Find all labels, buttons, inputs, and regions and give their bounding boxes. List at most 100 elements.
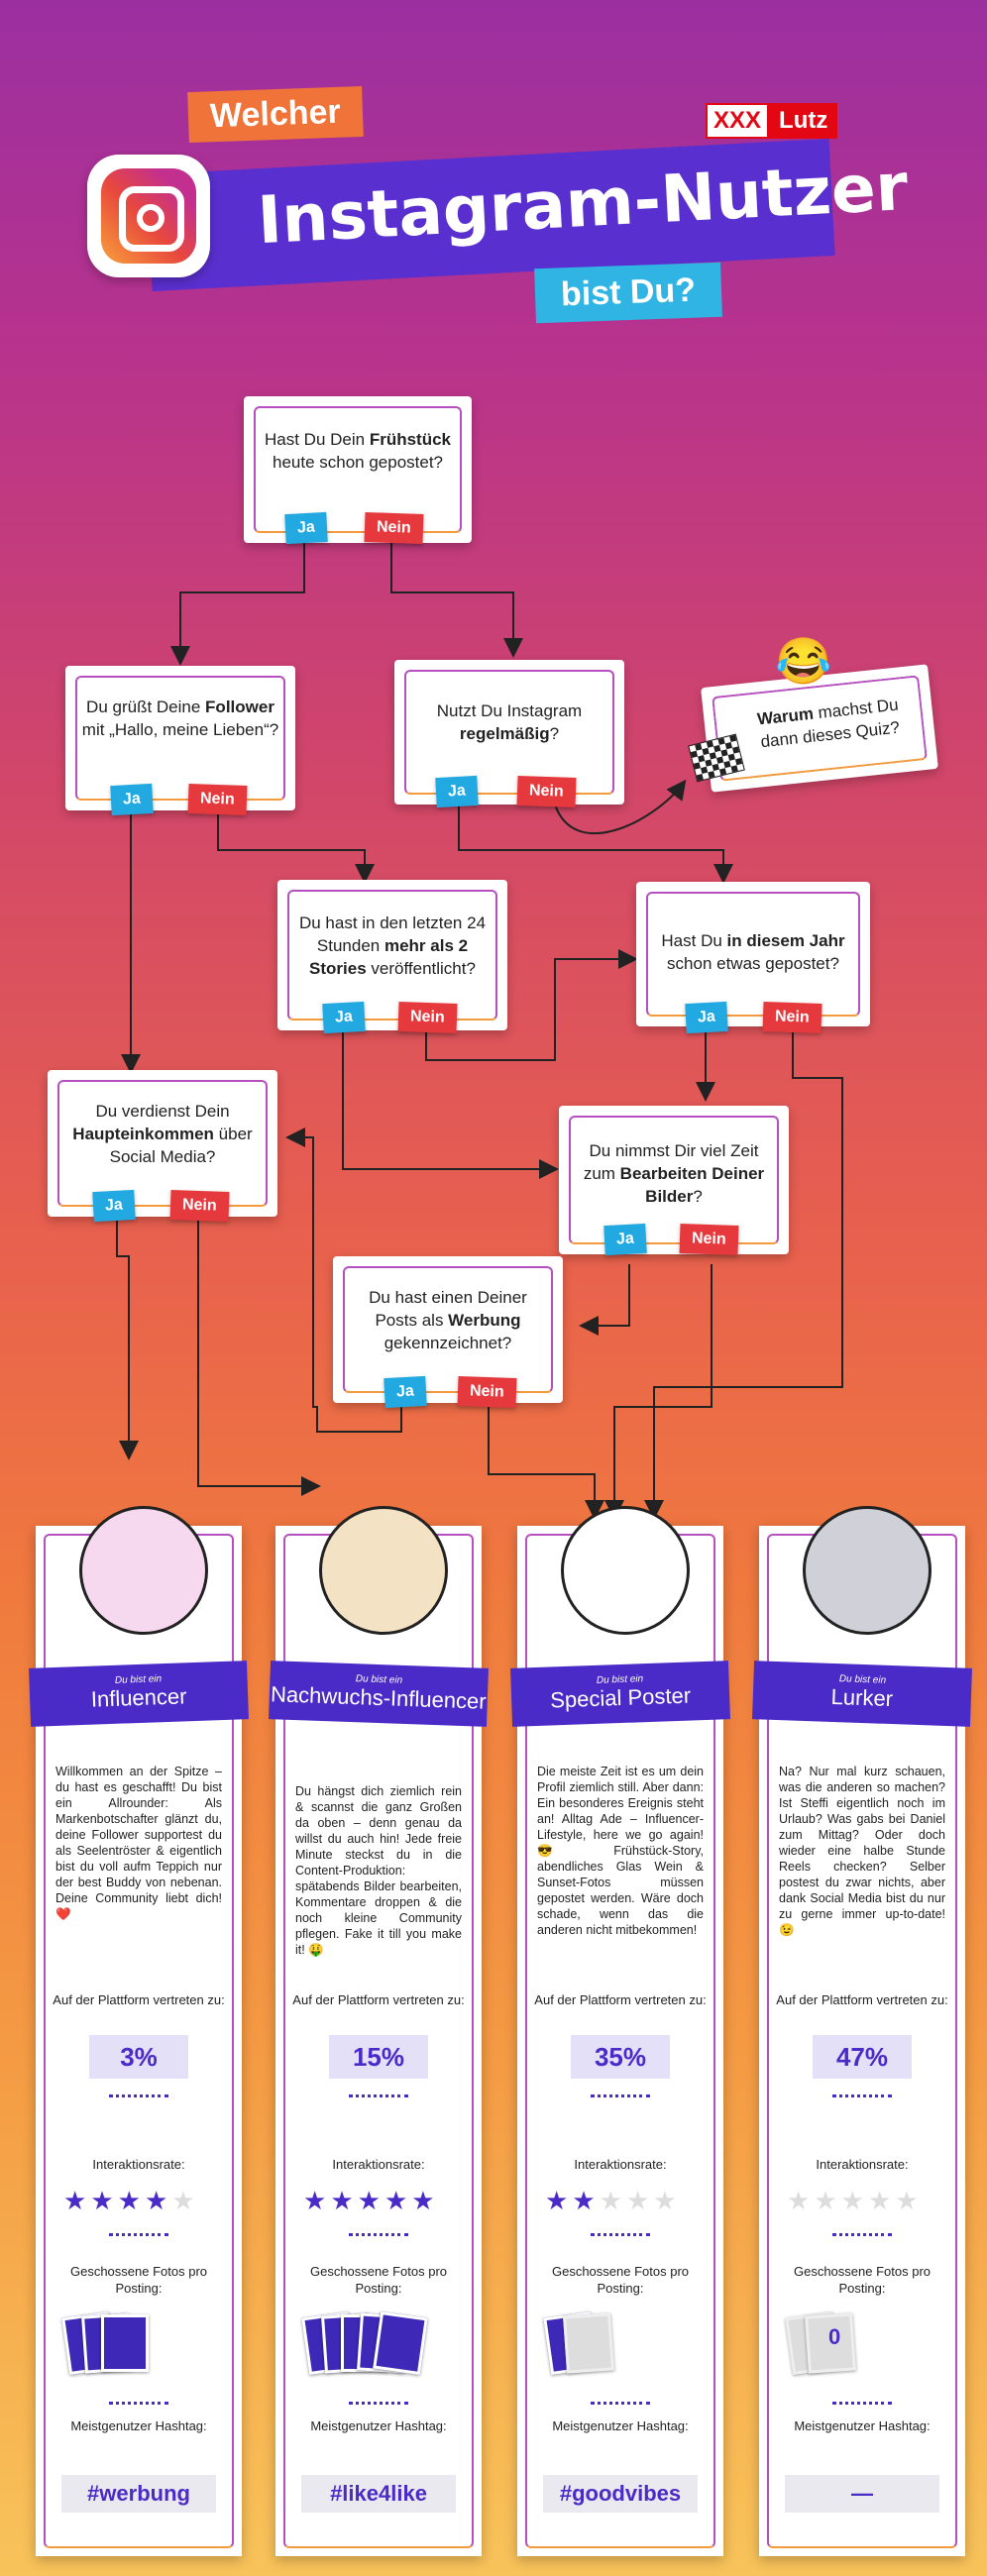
interaktion-label: Interaktionsrate:	[574, 2157, 667, 2172]
plattform-label: Auf der Plattform vertreten zu:	[292, 1992, 465, 2007]
photo-icon	[101, 2314, 149, 2372]
answer-ja[interactable]: Ja	[435, 775, 479, 808]
interaktion-label: Interaktionsrate:	[816, 2157, 909, 2172]
answer-ja[interactable]: Ja	[685, 1001, 728, 1034]
star-icon: ★	[330, 2186, 354, 2215]
divider	[832, 2233, 892, 2236]
result-description: Na? Nur mal kurz schauen, was die andere…	[779, 1765, 945, 1937]
question-text: Du hast in den letzten 24 Stunden mehr a…	[298, 913, 487, 978]
arrow-q3-nein	[554, 779, 687, 834]
answer-ja[interactable]: Ja	[384, 1375, 427, 1409]
star-icon: ★	[840, 2186, 864, 2215]
result-card-3: Du bist ein Special Poster Die meiste Ze…	[510, 1506, 730, 2556]
arrow-q3-ja	[458, 805, 733, 884]
question-regelmaessig: Nutzt Du Instagram regelmäßig? Ja Nein	[394, 660, 624, 808]
question-text: Hast Du Dein Frühstück heute schon gepos…	[264, 430, 451, 472]
arrow-q6-nein	[644, 1030, 843, 1520]
result-description: Willkommen an der Spitze – du hast es ge…	[55, 1765, 222, 1921]
question-text: Nutzt Du Instagram regelmäßig?	[436, 701, 583, 743]
answer-ja[interactable]: Ja	[92, 1189, 136, 1223]
star-icon: ★	[599, 2186, 622, 2215]
fotos-label: Geschossene Fotos pro Posting:	[551, 2264, 690, 2296]
question-stories: Du hast in den letzten 24 Stunden mehr a…	[277, 880, 507, 1034]
divider	[109, 2094, 168, 2097]
divider	[591, 2094, 650, 2097]
answer-nein[interactable]: Nein	[187, 783, 248, 816]
plattform-label: Auf der Plattform vertreten zu:	[534, 1992, 707, 2007]
plattform-percent: 35%	[571, 2035, 670, 2079]
hashtag-label: Meistgenutzer Hashtag:	[552, 2418, 689, 2433]
question-text: Du grüßt Deine Follower mit „Hallo, mein…	[81, 698, 279, 739]
divider	[109, 2402, 168, 2405]
elephant-unicorn-avatar-icon	[319, 1506, 448, 1635]
question-bearbeiten: Du nimmst Dir viel Zeit zum Bearbeiten D…	[559, 1106, 789, 1256]
result-card-2: Du bist ein Nachwuchs-Influencer Du häng…	[269, 1506, 489, 2556]
brand-part-b: Lutz	[769, 103, 838, 139]
hashtag-value: #goodvibes	[543, 2475, 698, 2513]
photos-count: 0	[828, 2324, 841, 2349]
answer-nein[interactable]: Nein	[169, 1189, 230, 1223]
interaktion-stars: ★★★★★	[787, 2186, 945, 2216]
interaktion-stars: ★★★★★	[545, 2186, 704, 2216]
question-fruehstueck: Hast Du Dein Frühstück heute schon gepos…	[244, 396, 472, 545]
divider	[349, 2233, 408, 2236]
divider	[591, 2233, 650, 2236]
answer-nein[interactable]: Nein	[397, 1001, 458, 1034]
divider	[832, 2094, 892, 2097]
arrow-q7-ja	[116, 1217, 139, 1460]
photo-icon	[373, 2310, 428, 2376]
unicorn-avatar-icon	[79, 1506, 208, 1635]
hashtag-label: Meistgenutzer Hashtag:	[794, 2418, 931, 2433]
star-icon: ★	[144, 2186, 168, 2215]
answer-ja[interactable]: Ja	[603, 1223, 647, 1256]
question-text: Du hast einen Deiner Posts als Werbung g…	[369, 1288, 527, 1352]
answer-nein[interactable]: Nein	[516, 775, 577, 808]
arrow-q1-nein	[390, 543, 523, 658]
result-description: Die meiste Zeit ist es um dein Profil zi…	[537, 1765, 704, 1937]
star-icon: ★	[895, 2186, 919, 2215]
answer-nein[interactable]: Nein	[364, 511, 424, 545]
hashtag-label: Meistgenutzer Hashtag:	[310, 2418, 447, 2433]
brand-part-a: XXX	[706, 103, 770, 139]
flow-arrows	[116, 543, 843, 1520]
result-banner: Du bist ein Nachwuchs-Influencer	[269, 1661, 489, 1727]
answer-ja[interactable]: Ja	[322, 1001, 366, 1034]
answer-ja[interactable]: Ja	[284, 511, 328, 545]
zebra-avatar-icon	[561, 1506, 690, 1635]
answer-nein[interactable]: Nein	[457, 1375, 517, 1409]
star-icon: ★	[572, 2186, 596, 2215]
fotos-label: Geschossene Fotos pro Posting:	[69, 2264, 208, 2296]
divider	[349, 2402, 408, 2405]
interaktion-stars: ★★★★★	[63, 2186, 222, 2216]
arrow-q1-ja	[170, 543, 305, 666]
fotos-label: Geschossene Fotos pro Posting:	[793, 2264, 932, 2296]
answer-nein[interactable]: Nein	[762, 1001, 822, 1034]
star-icon: ★	[411, 2186, 435, 2215]
laughing-emoji-icon: 😂	[775, 635, 832, 687]
question-haupteinkommen: Du verdienst Dein Haupteinkommen über So…	[48, 1070, 277, 1223]
question-follower-gruss: Du grüßt Deine Follower mit „Hallo, mein…	[65, 666, 295, 816]
photos-icon: 0	[785, 2310, 937, 2376]
answer-ja[interactable]: Ja	[110, 783, 154, 816]
star-icon: ★	[384, 2186, 408, 2215]
result-description: Du hängst dich ziemlich rein & scannst d…	[295, 1784, 462, 1957]
photos-icon	[61, 2310, 214, 2376]
arrow-q9-ja	[285, 1127, 402, 1433]
star-icon: ★	[90, 2186, 114, 2215]
arrow-q7-nein	[197, 1217, 321, 1496]
answer-nein[interactable]: Nein	[679, 1223, 739, 1256]
arrow-q5-ja	[342, 1030, 559, 1179]
divider	[349, 2094, 408, 2097]
interaktion-stars: ★★★★★	[303, 2186, 462, 2216]
result-banner: Du bist ein Influencer	[29, 1661, 249, 1727]
arrow-q5-nein	[425, 949, 638, 1061]
result-banner: Du bist ein Special Poster	[510, 1661, 730, 1727]
hashtag-value: #werbung	[61, 2475, 216, 2513]
interaktion-label: Interaktionsrate:	[332, 2157, 425, 2172]
arrow-q9-nein	[488, 1403, 604, 1520]
star-icon: ★	[63, 2186, 87, 2215]
question-werbung: Du hast einen Deiner Posts als Werbung g…	[333, 1256, 563, 1409]
divider	[591, 2402, 650, 2405]
star-icon: ★	[545, 2186, 569, 2215]
arrow-q8-ja	[579, 1264, 630, 1336]
